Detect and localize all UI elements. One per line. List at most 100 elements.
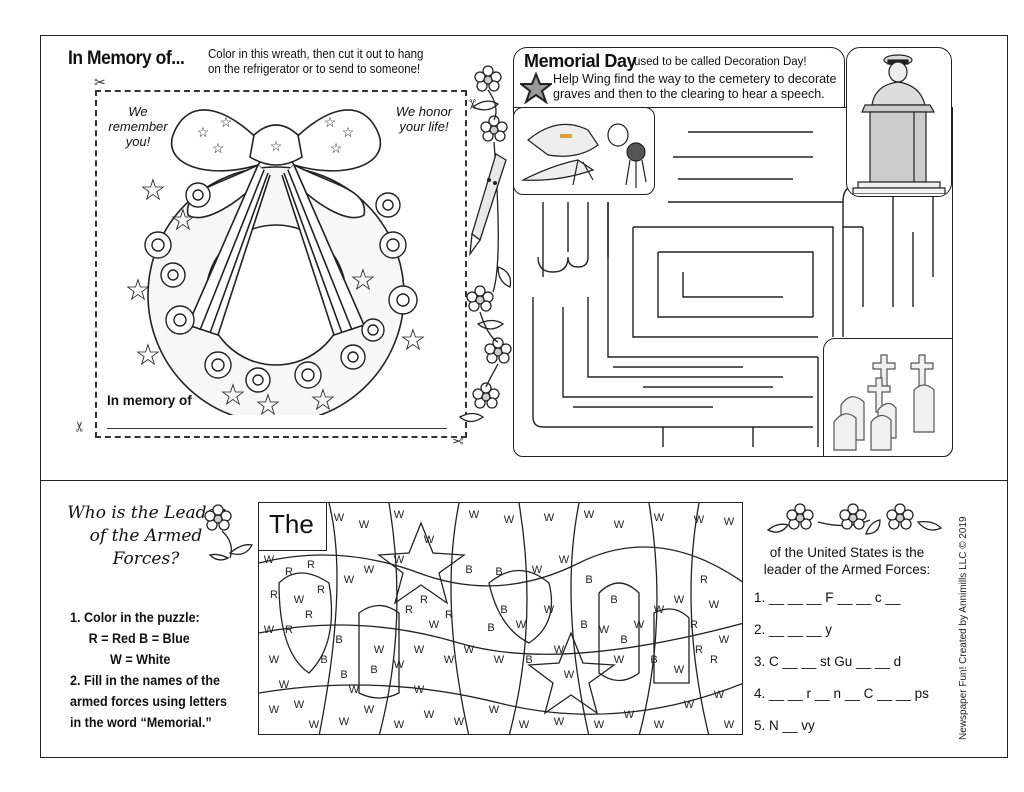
leader-description: of the United States is the leader of th… <box>763 545 931 577</box>
flower-garland-illustration <box>766 503 943 535</box>
svg-text:W: W <box>674 594 685 606</box>
svg-text:W: W <box>489 704 500 716</box>
legend-white: W = White <box>109 652 171 667</box>
answer-3[interactable]: 3. C __ __ st Gu __ __ d <box>754 654 902 669</box>
svg-text:W: W <box>364 564 375 576</box>
maze-instructions: Help Wing find the way to the cemetery t… <box>553 72 837 101</box>
legend-red-blue: R = Red B = Blue <box>88 631 190 646</box>
step-1: 1. Color in the puzzle: <box>70 610 200 625</box>
svg-text:R: R <box>285 566 293 578</box>
svg-text:R: R <box>690 619 698 631</box>
answer-4[interactable]: 4. __ __ r __ n __ C __ __ ps <box>754 686 929 701</box>
step-2: 2. Fill in the names of the armed forces… <box>70 673 227 730</box>
memory-name-line[interactable] <box>107 428 447 429</box>
svg-text:W: W <box>724 516 735 528</box>
svg-text:B: B <box>500 604 507 616</box>
wreath-cutout-box[interactable] <box>95 90 467 438</box>
maze-paths[interactable] <box>513 107 953 457</box>
svg-text:R: R <box>695 644 703 656</box>
answer-5[interactable]: 5. N __ vy <box>754 718 815 733</box>
in-memory-of-label: In memory of <box>107 393 192 408</box>
svg-text:W: W <box>294 699 305 711</box>
svg-text:☆: ☆ <box>135 339 162 372</box>
svg-text:W: W <box>444 654 455 666</box>
svg-text:R: R <box>700 574 708 586</box>
maze-title: Memorial Day <box>524 51 637 71</box>
star-icon <box>520 72 552 104</box>
svg-text:W: W <box>599 624 610 636</box>
svg-text:B: B <box>650 654 657 666</box>
svg-text:B: B <box>525 654 532 666</box>
svg-text:W: W <box>429 619 440 631</box>
svg-text:W: W <box>424 709 435 721</box>
svg-text:W: W <box>594 719 605 731</box>
svg-text:W: W <box>454 716 465 728</box>
wreath-illustration[interactable]: ☆☆ ☆☆ ☆☆ ☆ ☆☆☆ ☆☆☆ ☆☆☆ <box>118 95 448 415</box>
answer-2[interactable]: 2. __ __ __ y <box>754 622 833 637</box>
svg-text:W: W <box>309 719 320 731</box>
page-border <box>40 35 1008 758</box>
svg-text:W: W <box>674 664 685 676</box>
svg-text:B: B <box>335 634 342 646</box>
svg-text:W: W <box>414 644 425 656</box>
svg-text:W: W <box>614 519 625 531</box>
svg-text:W: W <box>724 719 735 731</box>
svg-text:B: B <box>340 669 347 681</box>
svg-text:W: W <box>394 554 405 566</box>
svg-text:W: W <box>684 699 695 711</box>
svg-text:☆: ☆ <box>400 324 427 357</box>
answer-list: 1. __ __ __ F __ __ c __ 2. __ __ __ y 3… <box>754 590 929 750</box>
svg-text:W: W <box>344 574 355 586</box>
svg-text:☆: ☆ <box>324 114 337 130</box>
svg-text:☆: ☆ <box>220 114 233 130</box>
svg-text:W: W <box>504 514 515 526</box>
copyright-credit: Newspaper Fun! Created by Annimills LLC … <box>958 516 969 740</box>
svg-text:☆: ☆ <box>255 389 282 415</box>
svg-text:W: W <box>269 654 280 666</box>
section-divider <box>40 480 1008 481</box>
scissors-icon: ✂ <box>94 74 106 90</box>
svg-text:W: W <box>614 654 625 666</box>
svg-text:☆: ☆ <box>170 204 197 237</box>
puzzle-question: Who is the Leader of the Armed Forces? <box>67 503 225 569</box>
flower-vine-illustration <box>458 65 512 423</box>
svg-text:W: W <box>544 512 555 524</box>
svg-text:W: W <box>532 564 543 576</box>
wreath-title: In Memory of... <box>68 48 185 69</box>
svg-text:B: B <box>465 564 472 576</box>
maze-subtitle: used to be called Decoration Day! <box>634 56 807 68</box>
svg-text:☆: ☆ <box>350 264 377 297</box>
svg-text:W: W <box>654 512 665 524</box>
svg-text:B: B <box>370 664 377 676</box>
maze-frame[interactable] <box>513 107 953 457</box>
svg-text:☆: ☆ <box>125 274 152 307</box>
svg-text:W: W <box>359 519 370 531</box>
svg-text:☆: ☆ <box>310 384 337 415</box>
svg-text:W: W <box>584 509 595 521</box>
svg-text:☆: ☆ <box>140 174 167 207</box>
svg-text:R: R <box>445 609 453 621</box>
svg-text:W: W <box>394 719 405 731</box>
answer-1[interactable]: 1. __ __ __ F __ __ c __ <box>754 590 901 605</box>
svg-text:B: B <box>585 574 592 586</box>
svg-text:B: B <box>620 634 627 646</box>
svg-text:W: W <box>334 512 345 524</box>
svg-text:R: R <box>270 589 278 601</box>
svg-text:☆: ☆ <box>212 140 225 156</box>
svg-text:W: W <box>564 669 575 681</box>
svg-text:B: B <box>610 594 617 606</box>
svg-text:W: W <box>714 689 725 701</box>
svg-text:W: W <box>624 709 635 721</box>
puzzle-instructions: 1. Color in the puzzle: R = Red B = Blue… <box>70 607 237 733</box>
svg-text:W: W <box>519 719 530 731</box>
svg-text:W: W <box>516 619 527 631</box>
svg-text:W: W <box>719 634 730 646</box>
svg-text:W: W <box>654 604 665 616</box>
puzzle-label-box: The <box>259 503 327 551</box>
flower-icon <box>204 504 253 561</box>
svg-text:W: W <box>264 624 275 636</box>
svg-text:W: W <box>464 644 475 656</box>
svg-text:W: W <box>364 704 375 716</box>
